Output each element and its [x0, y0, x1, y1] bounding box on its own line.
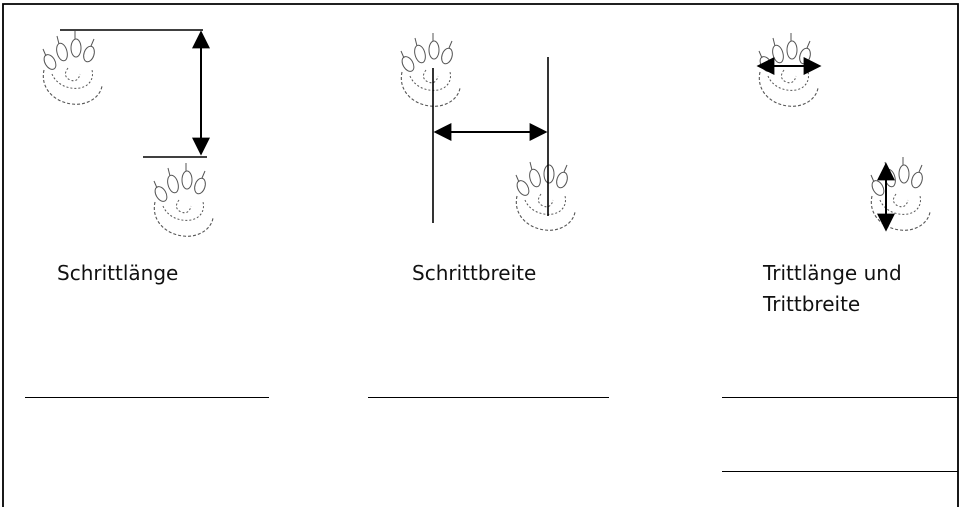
paw-print-icon [152, 162, 214, 237]
panel-schrittlaenge-diagram [41, 29, 214, 237]
paw-print-icon [869, 156, 931, 231]
answer-line-schrittlaenge[interactable] [25, 397, 269, 398]
panel-label-tritt-line2: Trittbreite [763, 292, 861, 316]
panel-label-schrittbreite: Schrittbreite [412, 261, 537, 285]
paw-print-icon [41, 30, 103, 105]
worksheet-border [2, 3, 959, 507]
paw-print-icon [514, 156, 576, 231]
paw-print-icon [399, 32, 461, 107]
panel-label-tritt-line1: Trittlänge und [763, 261, 902, 285]
answer-line-trittlaenge[interactable] [722, 397, 958, 398]
panel-schrittbreite-diagram [399, 32, 576, 231]
answer-line-trittbreite[interactable] [722, 471, 958, 472]
panel-tritt-diagram [756, 32, 931, 232]
paw-print-icon [757, 32, 819, 107]
answer-line-schrittbreite[interactable] [368, 397, 609, 398]
panel-label-schrittlaenge: Schrittlänge [57, 261, 179, 285]
